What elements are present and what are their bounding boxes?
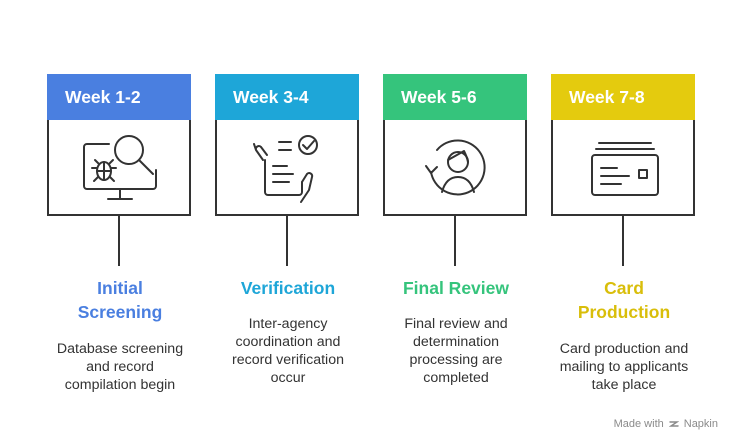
step-description: Card production and mailing to applicant… [539,340,709,394]
desc-line: Database screening [56,341,184,357]
step-title: Final Review [371,276,541,300]
desc-line: coordination and [235,334,341,350]
step-week-5-6: Week 5-6 Final Review Final review and d… [383,74,529,414]
icon-frame [215,120,359,216]
title-line: Initial [97,278,143,298]
desc-line: mailing to applicants [559,359,689,375]
step-description: Final review and determination processin… [371,315,541,387]
desc-line: Card production and [559,341,689,357]
title-line: Production [577,302,671,322]
desc-line: completed [423,370,489,386]
period-badge: Week 3-4 [215,74,359,120]
desc-line: occur [270,370,306,386]
connector-line [118,216,120,266]
icon-frame [551,120,695,216]
title-line: Card [604,278,644,298]
screening-bug-monitor-icon [83,135,157,200]
id-card-stack-icon [591,142,659,196]
icon-frame [383,120,527,216]
step-week-7-8: Week 7-8 Card Production Card production… [551,74,697,414]
step-title: Card Production [539,276,709,324]
desc-line: determination [413,334,499,350]
title-line: Final Review [402,278,509,298]
step-title: Verification [203,276,373,300]
period-badge: Week 7-8 [551,74,695,120]
step-week-1-2: Week 1-2 Initial Screening Database scre… [47,74,193,414]
step-title: Initial Screening [35,276,205,324]
step-week-3-4: Week 3-4 Verification Inter-agency coord… [215,74,361,414]
icon-frame [47,120,191,216]
desc-line: record verification [232,352,344,368]
period-label: Week 5-6 [401,86,477,107]
period-label: Week 1-2 [65,86,141,107]
desc-line: and record [86,359,154,375]
period-label: Week 7-8 [569,86,645,107]
desc-line: compilation begin [64,377,176,393]
connector-line [454,216,456,266]
step-description: Database screening and record compilatio… [35,340,205,394]
desc-line: take place [591,377,657,393]
period-badge: Week 5-6 [383,74,527,120]
made-with-napkin-credit: Made with Napkin [614,418,718,430]
period-label: Week 3-4 [233,86,309,107]
title-line: Screening [77,302,163,322]
title-line: Verification [240,278,336,298]
desc-line: Inter-agency [248,316,328,332]
napkin-brand: Napkin [683,418,718,430]
person-review-cycle-icon [425,139,486,196]
made-with-label: Made with [613,418,664,430]
desc-line: processing are [409,352,503,368]
document-checklist-icon [253,135,318,203]
connector-line [622,216,624,266]
period-badge: Week 1-2 [47,74,191,120]
connector-line [286,216,288,266]
step-description: Inter-agency coordination and record ver… [203,315,373,387]
desc-line: Final review and [404,316,508,332]
napkin-logo-icon [668,421,679,427]
